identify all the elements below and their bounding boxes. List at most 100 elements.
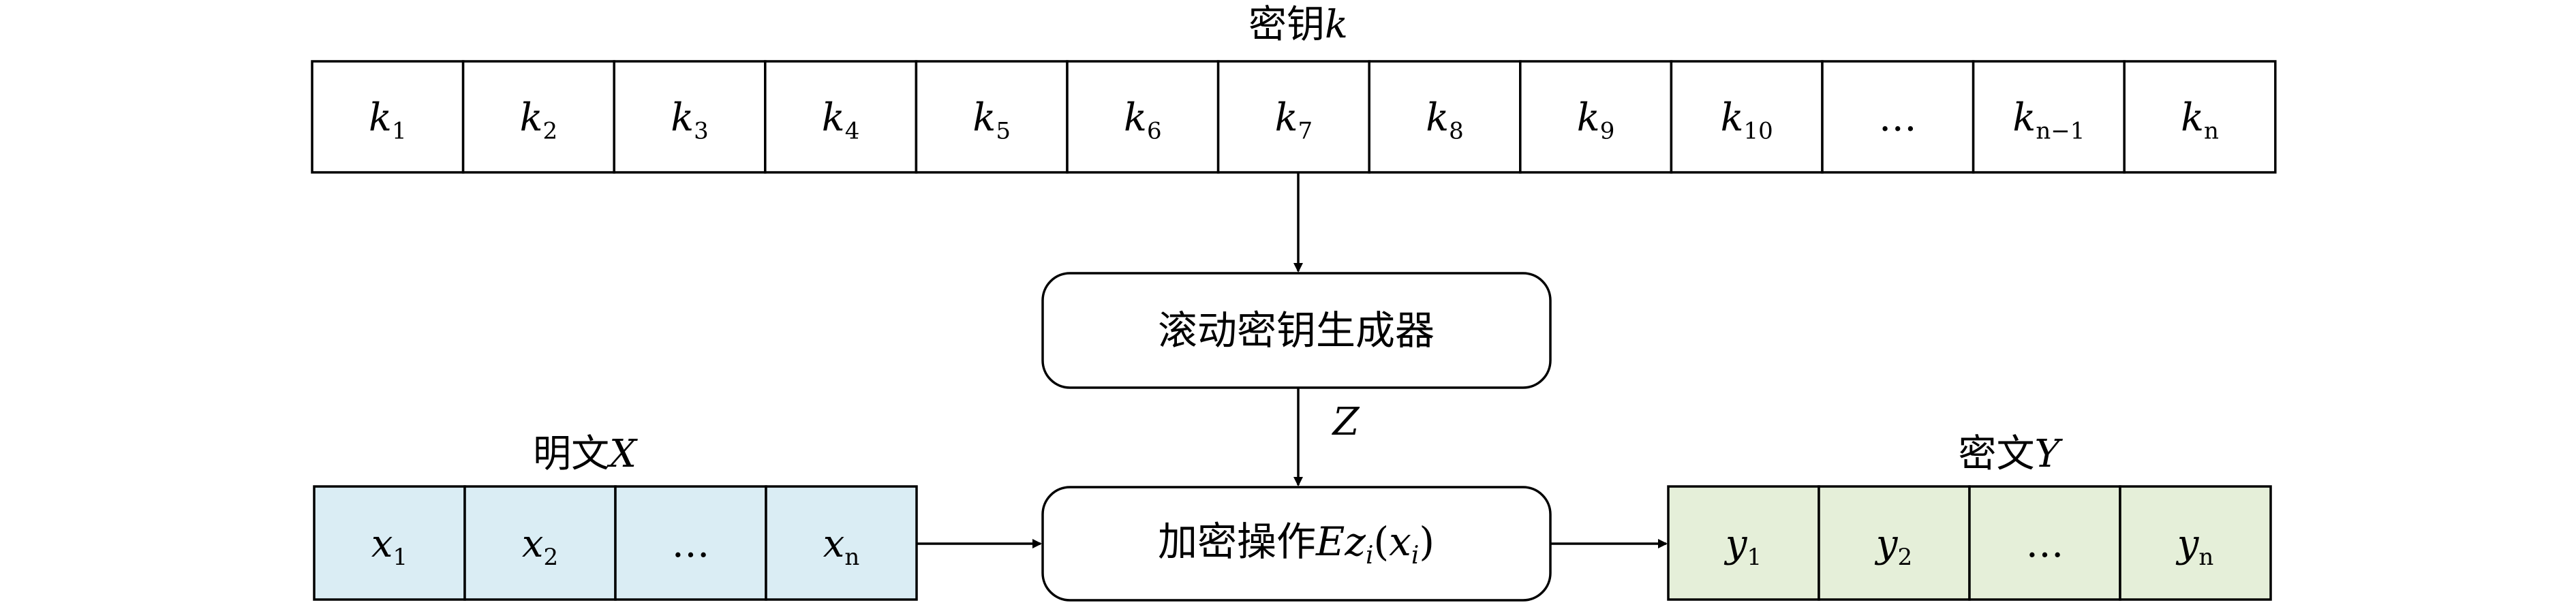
- key-cell-label: k10: [1721, 96, 1773, 145]
- key-cell-subscript: n: [2204, 118, 2219, 145]
- key-cell-box: [1368, 60, 1522, 174]
- encrypt-z-sub: i: [1366, 542, 1374, 570]
- plaintext-cell-subscript: 2: [543, 544, 558, 571]
- key-cell-box: [1066, 60, 1220, 174]
- plaintext-cell-subscript: 1: [393, 544, 408, 571]
- key-cell-subscript: 3: [694, 118, 709, 145]
- plaintext-title-prefix: 明文: [533, 432, 609, 476]
- key-cell-subscript: 4: [845, 118, 860, 145]
- ciphertext-title-var: Y: [2035, 432, 2064, 476]
- key-cell-base: k: [671, 96, 694, 140]
- ciphertext-cell-subscript: 2: [1898, 544, 1913, 571]
- key-cell-box: [915, 60, 1069, 174]
- key-title-prefix: 密钥: [1248, 3, 1325, 47]
- encrypt-x-sub: i: [1411, 542, 1420, 570]
- ciphertext-cell-label: y1: [1723, 522, 1762, 571]
- key-cell-box: [1972, 60, 2126, 174]
- plaintext-cell-label: xn: [823, 522, 860, 571]
- key-cell-subscript: n−1: [2036, 118, 2085, 145]
- key-cell-label: k5: [972, 96, 1011, 145]
- plaintext-cell-base: x: [371, 522, 393, 566]
- encrypt-x: x: [1389, 518, 1411, 565]
- plaintext-cell-label: x1: [371, 522, 408, 571]
- plaintext-cell-label: …: [672, 522, 710, 566]
- ciphertext-cell-box: [2119, 485, 2272, 601]
- key-cell-label: k2: [520, 96, 558, 145]
- plaintext-cell-box: [313, 485, 466, 601]
- key-cell-base: k: [972, 96, 996, 140]
- key-cell-label: k9: [1577, 96, 1615, 145]
- key-cell-subscript: 10: [1744, 118, 1773, 145]
- ciphertext-cell-subscript: 1: [1747, 544, 1762, 571]
- ciphertext-cell-base: y: [1723, 522, 1748, 566]
- key-cell-subscript: 9: [1600, 118, 1615, 145]
- ciphertext-cell-base: y: [2175, 522, 2200, 566]
- key-cell-base: k: [2181, 96, 2204, 140]
- key-cell-base: k: [1577, 96, 1600, 140]
- ciphertext-cell-subscript: n: [2198, 544, 2213, 571]
- plaintext-cell-label: x2: [522, 522, 558, 571]
- key-cell-subscript: 5: [996, 118, 1011, 145]
- key-cell-label: …: [1879, 96, 1917, 140]
- ciphertext-cell-label: y2: [1874, 522, 1912, 571]
- key-cell-base: k: [369, 96, 392, 140]
- key-cell-subscript: 6: [1147, 118, 1162, 145]
- ciphertext-cell-box: [1818, 485, 1971, 601]
- encrypt-label: 加密操作Ezi(xi): [1158, 518, 1435, 570]
- key-cell-base: k: [1275, 96, 1298, 140]
- plaintext-cell-subscript: n: [844, 544, 859, 571]
- ciphertext-cell-box: [1667, 485, 1820, 601]
- plaintext-title: 明文X: [533, 432, 638, 476]
- key-cell-base: k: [1721, 96, 1744, 140]
- encrypt-E: E: [1315, 518, 1345, 565]
- key-cell-base: k: [822, 96, 845, 140]
- key-cell-label: kn−1: [2012, 96, 2085, 145]
- encrypt-open-paren: (: [1373, 518, 1389, 565]
- plaintext-cell-box: [614, 485, 767, 601]
- key-title: 密钥k: [1248, 3, 1348, 47]
- key-cell-box: [1670, 60, 1824, 174]
- generator-box: [1041, 272, 1552, 389]
- key-cell-subscript: 2: [543, 118, 558, 145]
- plaintext-cell-box: [765, 485, 918, 601]
- key-cell-subscript: 7: [1298, 118, 1313, 145]
- key-cell-box: [1821, 60, 1975, 174]
- generator-label: 滚动密钥生成器: [1158, 307, 1435, 354]
- plaintext-cell-base: x: [522, 522, 544, 566]
- key-cell-box: [1519, 60, 1673, 174]
- encrypt-label-prefix: 加密操作: [1158, 518, 1316, 565]
- plaintext-cell-base: x: [823, 522, 845, 566]
- key-cell-box: [311, 60, 465, 174]
- key-cell-base: k: [1426, 96, 1449, 140]
- key-cell-base: k: [520, 96, 543, 140]
- plaintext-title-var: X: [607, 432, 638, 476]
- key-cell-base: k: [1124, 96, 1147, 140]
- key-title-var: k: [1325, 3, 1348, 47]
- key-cell-subscript: 1: [392, 118, 407, 145]
- key-cell-label: k8: [1426, 96, 1464, 145]
- key-cell-label: k6: [1124, 96, 1162, 145]
- key-cell-subscript: 8: [1449, 118, 1464, 145]
- key-cell-box: [2123, 60, 2277, 174]
- encrypt-close-paren: ): [1419, 518, 1435, 565]
- key-cell-label: kn: [2181, 96, 2219, 145]
- encrypt-z: z: [1344, 518, 1366, 565]
- ciphertext-cell-label: yn: [2175, 522, 2214, 571]
- z-label: Z: [1332, 400, 1360, 444]
- key-cell-base: …: [1879, 96, 1917, 140]
- key-cell-label: k4: [822, 96, 860, 145]
- key-cell-label: k3: [671, 96, 709, 145]
- ciphertext-cell-base: y: [1874, 522, 1899, 566]
- ciphertext-cell-label: …: [2026, 522, 2064, 566]
- plaintext-cell-base: …: [672, 522, 710, 566]
- key-cell-base: k: [2012, 96, 2036, 140]
- ciphertext-title-prefix: 密文: [1959, 432, 2035, 476]
- ciphertext-title: 密文Y: [1959, 432, 2064, 476]
- key-cell-label: k1: [369, 96, 407, 145]
- ciphertext-cell-base: …: [2026, 522, 2064, 566]
- key-cell-label: k7: [1275, 96, 1313, 145]
